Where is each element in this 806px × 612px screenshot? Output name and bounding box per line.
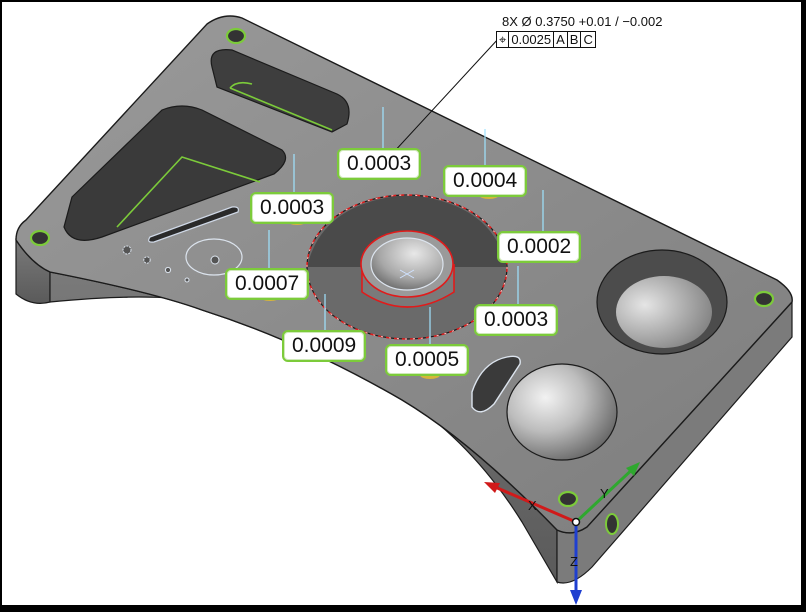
hole-spec-text: 8X Ø 0.3750 +0.01 / −0.002 (502, 14, 663, 29)
deviation-tag[interactable]: 0.0003 (250, 192, 335, 224)
deviation-tag[interactable]: 0.0003 (337, 148, 422, 180)
datum-b: B (566, 31, 582, 48)
deviation-tag[interactable]: 0.0009 (282, 330, 367, 362)
position-symbol-icon: ⌖ (496, 31, 510, 48)
part-model[interactable] (2, 2, 801, 605)
deviation-tag[interactable]: 0.0005 (385, 344, 470, 376)
axis-label-x: X (528, 498, 537, 513)
pocket-slot-thin[interactable] (148, 206, 239, 243)
pocket-triangle[interactable] (63, 105, 287, 241)
cad-viewport[interactable]: 8X Ø 0.3750 +0.01 / −0.002 ⌖ 0.0025 A B … (2, 2, 801, 605)
dome-feature[interactable] (506, 363, 618, 461)
deviation-tag[interactable]: 0.0007 (225, 268, 310, 300)
callout-leader (391, 37, 500, 155)
hole-markers[interactable] (268, 107, 544, 348)
central-counterbore[interactable] (306, 194, 508, 340)
axis-label-z: Z (570, 554, 578, 569)
corner-holes[interactable] (29, 27, 775, 535)
axis-triad[interactable] (484, 462, 640, 605)
feature-control-frame[interactable]: 8X Ø 0.3750 +0.01 / −0.002 ⌖ 0.0025 A B … (496, 14, 663, 48)
small-hole-pattern[interactable] (122, 238, 243, 283)
axis-label-y: Y (600, 486, 609, 501)
deviation-tag[interactable]: 0.0004 (443, 165, 528, 197)
deviation-tag[interactable]: 0.0003 (474, 304, 559, 336)
pocket-slot-upper[interactable] (210, 49, 350, 133)
deviation-tag[interactable]: 0.0002 (497, 231, 582, 263)
datum-a: A (553, 31, 568, 48)
obround-slot[interactable] (471, 355, 521, 413)
gdt-tolerance: 0.0025 (508, 31, 555, 48)
datum-c: C (580, 31, 596, 48)
gdt-frame: ⌖ 0.0025 A B C (496, 31, 662, 48)
cup-pocket[interactable] (596, 249, 728, 355)
